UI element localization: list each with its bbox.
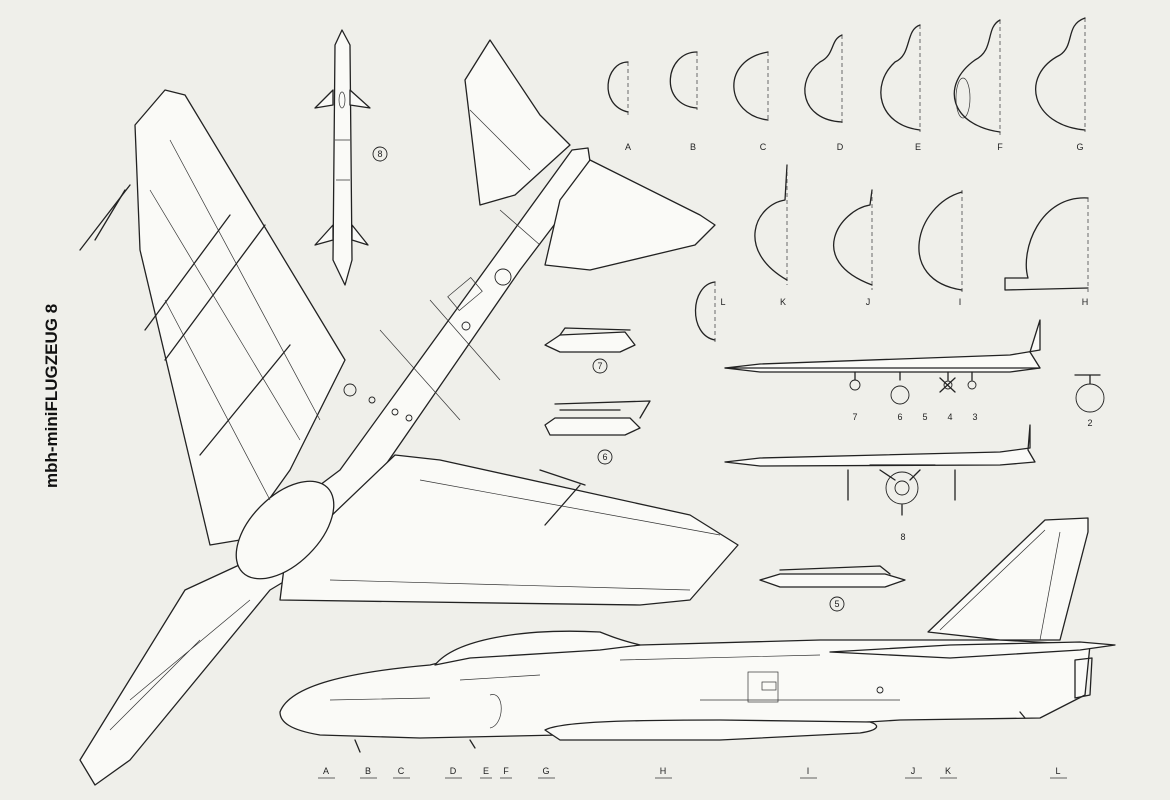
station-F: F — [503, 766, 509, 776]
side-canopy — [434, 630, 641, 666]
plan-fuselage — [79, 147, 593, 786]
section-H: H — [1082, 297, 1089, 307]
station-K: K — [945, 766, 951, 776]
station-A: A — [323, 766, 329, 776]
store-5: 5 — [759, 565, 906, 612]
station-L: L — [1055, 766, 1060, 776]
side-view — [279, 517, 1116, 753]
station-C: C — [398, 766, 405, 776]
wing-stores-view: 7 6 5 4 3 2 — [724, 319, 1105, 428]
section-G: G — [1076, 142, 1083, 152]
store-6: 6 — [544, 400, 651, 465]
section-I: I — [959, 297, 962, 307]
store-number-3: 3 — [972, 412, 977, 422]
plan-view — [79, 39, 739, 786]
section-B: B — [690, 142, 696, 152]
plan-wing-upper — [134, 89, 346, 546]
plan-tail-right — [544, 159, 716, 271]
side-tailplane — [829, 641, 1116, 659]
circled-number-8: 8 — [377, 149, 382, 159]
store-number-4: 4 — [947, 412, 952, 422]
section-C: C — [760, 142, 767, 152]
section-A: A — [625, 142, 631, 152]
station-B: B — [365, 766, 371, 776]
station-D: D — [450, 766, 457, 776]
section-J: J — [866, 297, 871, 307]
side-fuselage — [279, 639, 1091, 739]
circled-number-6: 6 — [602, 452, 607, 462]
store-number-5: 5 — [922, 412, 927, 422]
plan-tail-upper — [464, 39, 571, 206]
store-number-2: 2 — [1087, 418, 1092, 428]
station-E: E — [483, 766, 489, 776]
circled-number-7: 7 — [597, 361, 602, 371]
cross-sections-top: A B C D E F G — [607, 17, 1086, 152]
side-fin — [927, 517, 1089, 641]
station-I: I — [807, 766, 810, 776]
station-J: J — [911, 766, 916, 776]
station-labels: A B C D E F G H I J K L — [318, 766, 1067, 779]
section-F: F — [997, 142, 1003, 152]
station-G: G — [542, 766, 549, 776]
store-number-7: 7 — [852, 412, 857, 422]
cross-sections-mid: L K J I H — [694, 164, 1089, 342]
section-D: D — [837, 142, 844, 152]
store-7: 7 — [544, 327, 636, 374]
section-L: L — [720, 297, 725, 307]
missile-8: 8 — [314, 29, 388, 286]
section-E: E — [915, 142, 921, 152]
plan-drop-tank — [235, 480, 335, 580]
side-drop-tank — [544, 719, 878, 741]
section-K: K — [780, 297, 786, 307]
station-H: H — [660, 766, 667, 776]
front-view-number: 8 — [900, 532, 905, 542]
store-number-6: 6 — [897, 412, 902, 422]
sheet-title: mbh-miniFLUGZEUG 8 — [42, 304, 61, 488]
front-view: 8 — [724, 424, 1036, 542]
circled-number-5: 5 — [834, 599, 839, 609]
